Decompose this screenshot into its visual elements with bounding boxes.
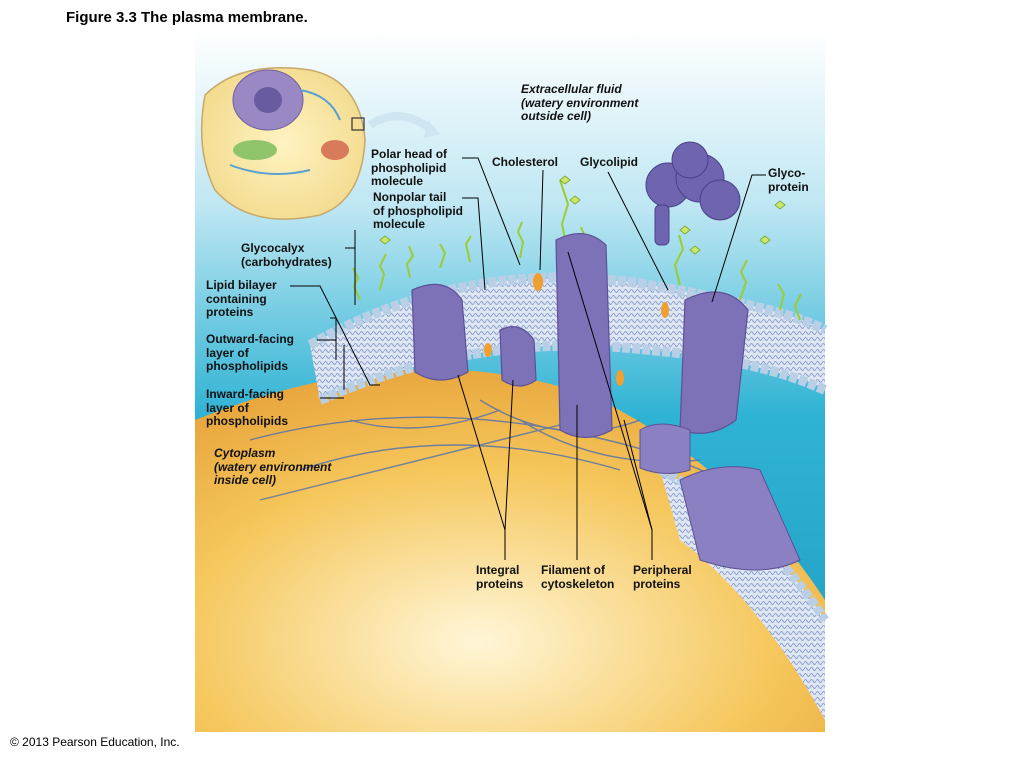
outward-phospholipid-heads	[307, 272, 828, 350]
glycolipid-label: Glycolipid	[580, 155, 639, 169]
integral-proteins-label: Integral proteins	[476, 563, 524, 591]
cholesterol-label: Cholesterol	[492, 155, 559, 169]
nonpolar-tail-label: Nonpolar tail of phospholipid molecule	[373, 190, 463, 231]
cytoskeleton-filament-label: Filament of cytoskeleton	[541, 563, 615, 591]
zoom-arrow	[367, 112, 435, 134]
peripheral-proteins-label: Peripheral proteins	[633, 563, 692, 591]
peripheral-proteins	[639, 423, 801, 571]
polar-head-label: Polar head of phospholipid molecule	[371, 147, 448, 188]
cholesterol-molecules	[484, 273, 669, 386]
lipid-bilayer-label: Lipid bilayer containing proteins	[206, 278, 277, 319]
extracellular-fluid-label: Extracellular fluid (watery environment …	[521, 82, 639, 123]
glycoprotein-label: Glyco- protein	[768, 166, 809, 194]
outward-facing-label: Outward-facing layer of phospholipids	[206, 332, 295, 373]
glycoprotein-head	[645, 141, 741, 246]
leader-lines	[290, 157, 766, 560]
integral-proteins	[411, 233, 749, 439]
copyright-notice: © 2013 Pearson Education, Inc.	[10, 735, 180, 749]
cell-inset	[200, 67, 366, 220]
glycocalyx-label: Glycocalyx (carbohydrates)	[241, 241, 332, 269]
inward-phospholipid-heads	[317, 340, 828, 405]
zoom-region-marker	[351, 117, 365, 131]
cytoplasm-label: Cytoplasm (watery environment inside cel…	[214, 446, 332, 487]
figure-title: Figure 3.3 The plasma membrane.	[66, 9, 308, 26]
inward-facing-label: Inward-facing layer of phospholipids	[206, 387, 288, 428]
